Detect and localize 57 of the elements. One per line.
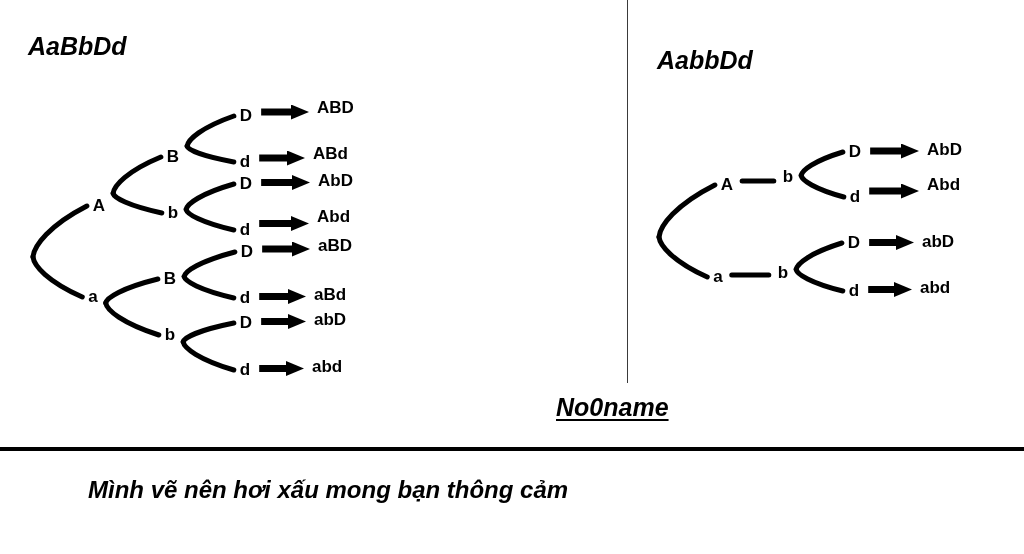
gamete-label: Abd bbox=[927, 175, 961, 195]
branch-line bbox=[181, 274, 237, 301]
branch-line bbox=[656, 182, 718, 240]
gamete-label: abd bbox=[920, 278, 951, 298]
branch-line bbox=[793, 266, 846, 294]
branch-line bbox=[103, 300, 162, 338]
branch-line bbox=[110, 154, 164, 196]
gamete-label: abd bbox=[312, 357, 343, 377]
branch-line bbox=[183, 181, 237, 212]
genotype-heading: AaBbDd bbox=[28, 31, 127, 61]
branch-line bbox=[184, 143, 237, 165]
allele-label: a bbox=[88, 287, 98, 307]
branch-line bbox=[739, 178, 777, 184]
allele-label: A bbox=[720, 175, 734, 195]
gamete-label: aBD bbox=[318, 236, 352, 256]
allele-label: D bbox=[847, 233, 861, 253]
caption-text: Mình vẽ nên hơi xấu mong bạn thông cảm bbox=[88, 475, 569, 505]
signature-text: No0name bbox=[556, 392, 669, 422]
allele-label: D bbox=[239, 174, 253, 194]
gamete-label: abD bbox=[314, 310, 347, 330]
allele-label: d bbox=[849, 187, 861, 207]
branch-line bbox=[30, 203, 90, 260]
allele-label: D bbox=[239, 106, 253, 126]
allele-label: d bbox=[239, 288, 251, 308]
allele-label: B bbox=[166, 147, 180, 167]
gamete-label: abD bbox=[922, 232, 955, 252]
allele-label: D bbox=[239, 313, 253, 333]
branch-line bbox=[180, 339, 237, 373]
gamete-label: AbD bbox=[318, 171, 353, 191]
allele-label: b bbox=[167, 203, 179, 223]
allele-label: a bbox=[713, 267, 723, 287]
branch-line bbox=[793, 240, 845, 272]
allele-label: D bbox=[240, 242, 254, 262]
allele-label: b bbox=[777, 263, 789, 283]
allele-label: d bbox=[239, 220, 251, 240]
gamete-label: Abd bbox=[317, 207, 351, 227]
gamete-label: AbD bbox=[927, 140, 962, 160]
allele-label: b bbox=[782, 167, 794, 187]
allele-label: d bbox=[239, 152, 251, 172]
gamete-label: ABd bbox=[313, 144, 348, 164]
allele-label: d bbox=[239, 360, 251, 380]
branch-line bbox=[798, 149, 846, 178]
genotype-heading: AabbDd bbox=[657, 45, 753, 75]
branch-line bbox=[30, 254, 85, 300]
branch-line bbox=[729, 272, 772, 278]
branch-line bbox=[798, 173, 847, 200]
gamete-label: aBd bbox=[314, 285, 347, 305]
allele-label: b bbox=[164, 325, 176, 345]
allele-label: d bbox=[848, 281, 860, 301]
branch-line bbox=[183, 206, 237, 233]
branch-line bbox=[656, 234, 710, 280]
allele-label: D bbox=[848, 142, 862, 162]
branch-line bbox=[110, 190, 165, 216]
allele-label: B bbox=[163, 269, 177, 289]
allele-label: A bbox=[92, 196, 106, 216]
gamete-label: ABD bbox=[317, 98, 354, 118]
branch-line bbox=[103, 276, 161, 306]
